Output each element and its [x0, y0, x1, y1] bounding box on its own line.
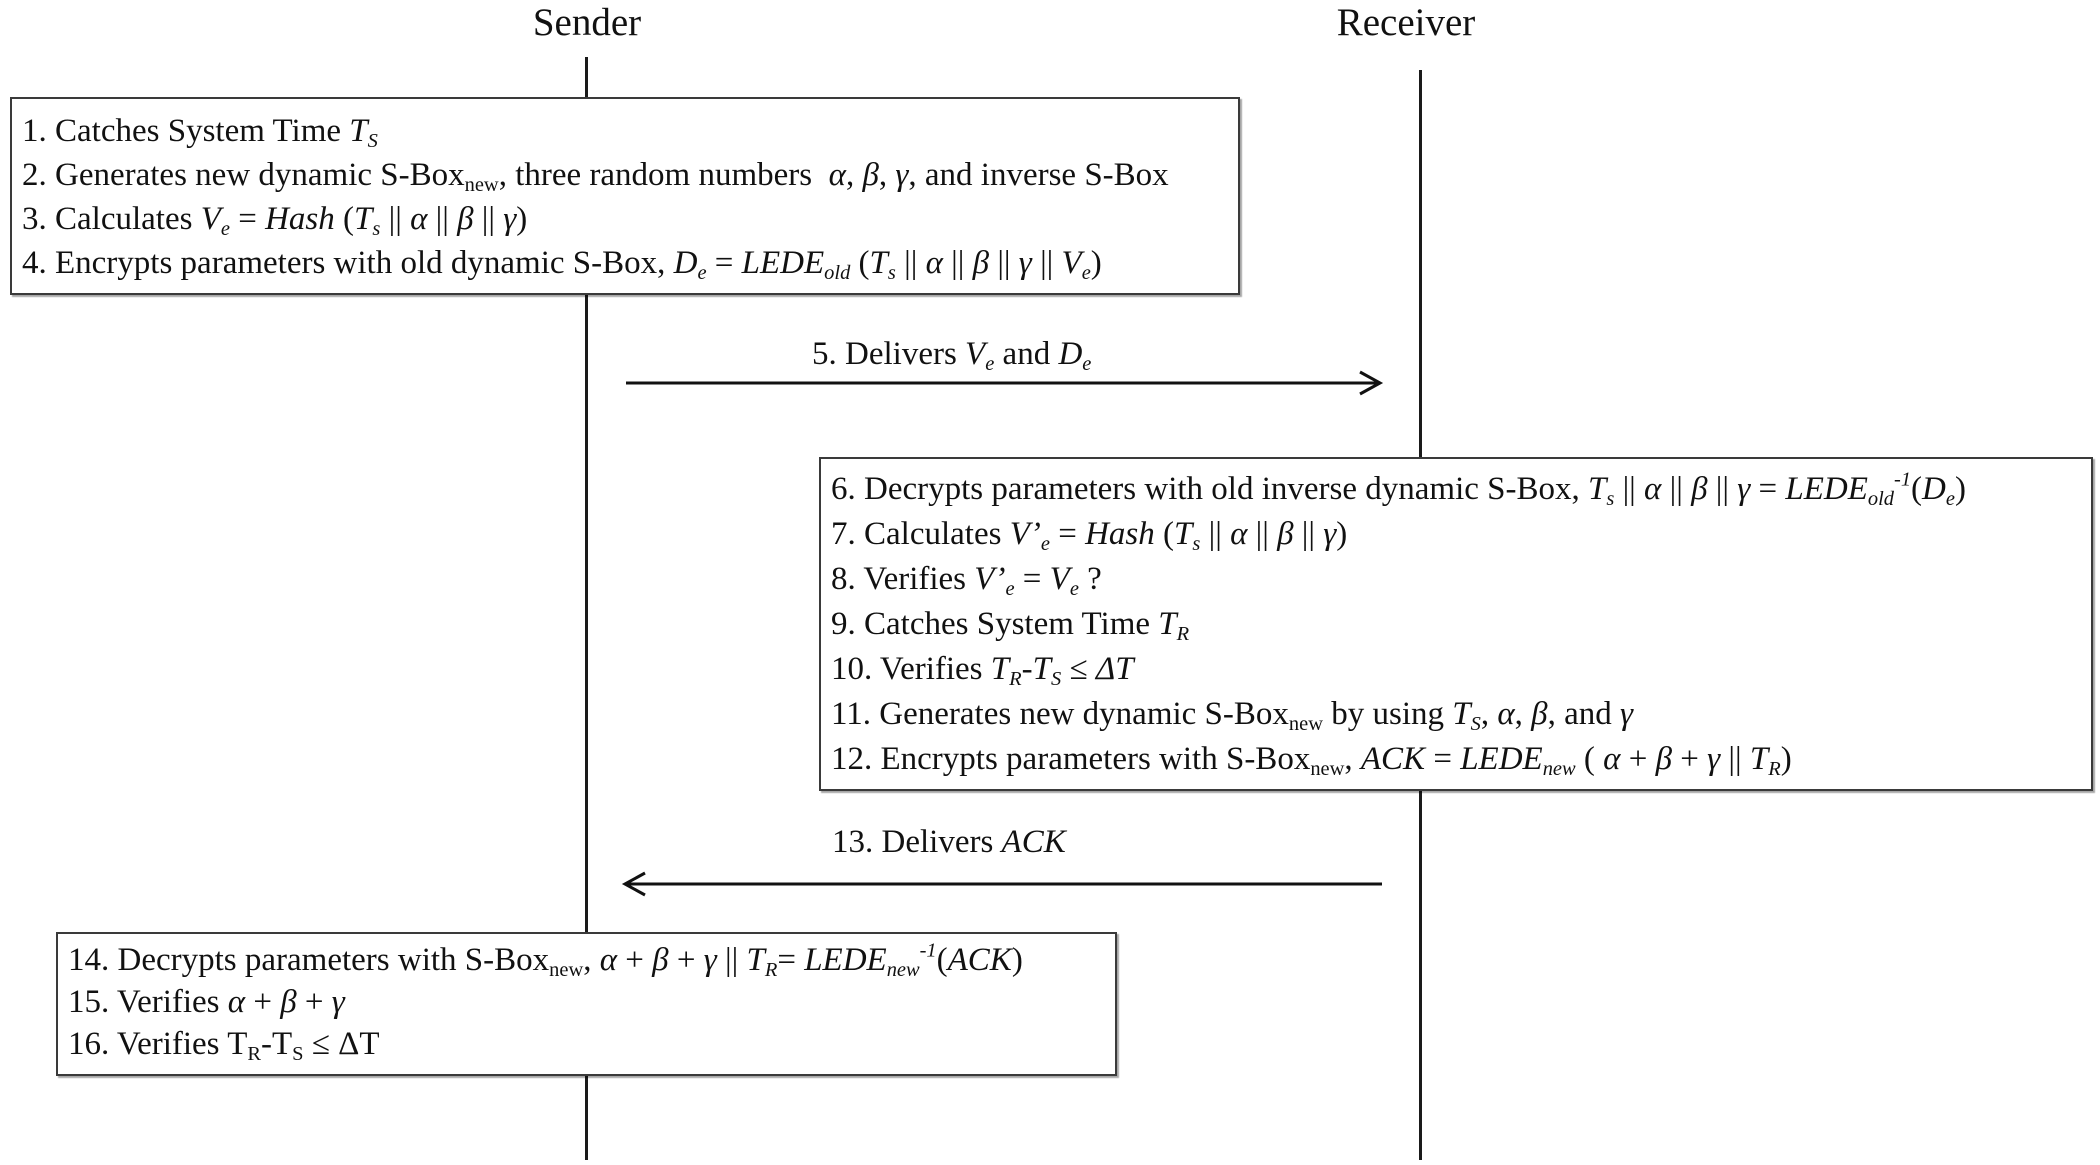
receiver-actor-label: Receiver — [1336, 1, 1476, 44]
step-11: 11. Generates new dynamic S-Boxnew by us… — [831, 696, 1634, 736]
step-9: 9. Catches System Time TR — [831, 606, 1190, 646]
receiver-steps-box: 6. Decrypts parameters with old inverse … — [819, 457, 2093, 791]
step-3: 3. Calculates Ve = Hash (Ts || α || β ||… — [22, 201, 528, 241]
step-14: 14. Decrypts parameters with S-Boxnew, α… — [68, 939, 1023, 982]
step-8: 8. Verifies V’e = Ve ? — [831, 561, 1102, 601]
step-10: 10. Verifies TR-TS ≤ ΔT — [831, 651, 1134, 691]
sender-lifeline — [585, 57, 588, 1160]
message-5-label: 5. Delivers Ve and De — [812, 336, 1092, 376]
step-2: 2. Generates new dynamic S-Boxnew, three… — [22, 157, 1169, 197]
sender-steps-box-2: 14. Decrypts parameters with S-Boxnew, α… — [56, 932, 1117, 1076]
step-16: 16. Verifies TR-TS ≤ ΔT — [68, 1026, 380, 1066]
step-6: 6. Decrypts parameters with old inverse … — [831, 468, 1966, 511]
step-12: 12. Encrypts parameters with S-Boxnew, A… — [831, 741, 1792, 781]
sender-actor-label: Sender — [532, 1, 642, 44]
step-1: 1. Catches System Time TS — [22, 113, 378, 153]
sender-steps-box-1: 1. Catches System Time TS 2. Generates n… — [10, 97, 1240, 295]
step-7: 7. Calculates V’e = Hash (Ts || α || β |… — [831, 516, 1348, 556]
step-15: 15. Verifies α + β + γ — [68, 984, 345, 1020]
step-4: 4. Encrypts parameters with old dynamic … — [22, 245, 1102, 285]
message-13-label: 13. Delivers ACK — [832, 824, 1066, 860]
